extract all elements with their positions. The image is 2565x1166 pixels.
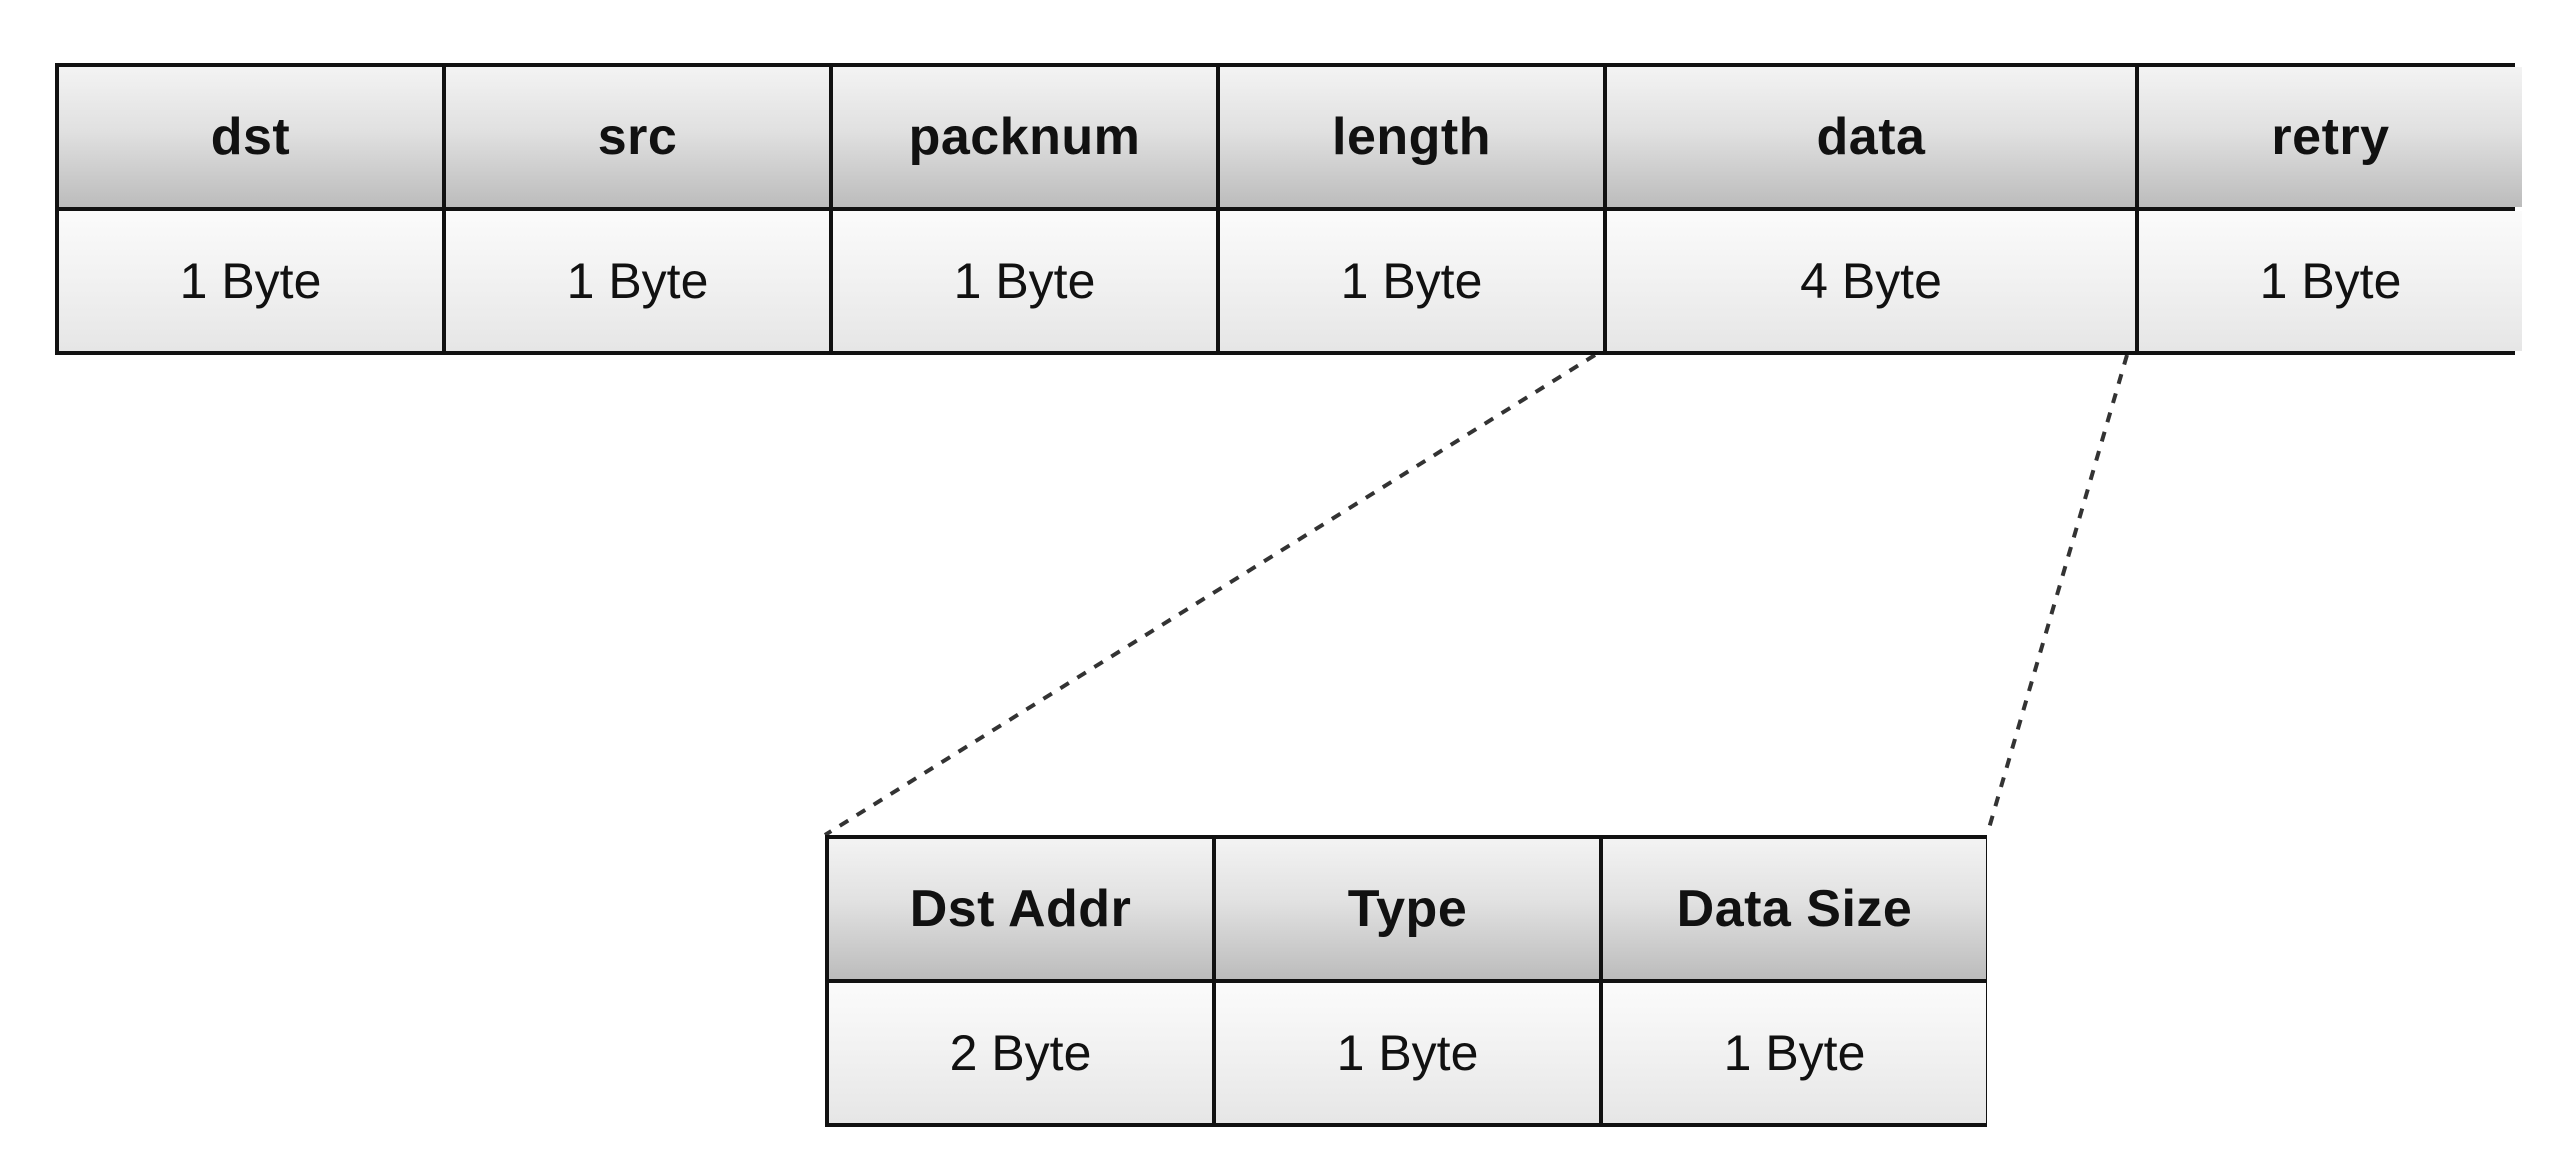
- field-size-packnum: 1 Byte: [833, 211, 1216, 351]
- field-header-retry: retry: [2139, 67, 2522, 207]
- packet-fields-table: dst src packnum length data retry 1 Byte…: [55, 63, 2522, 355]
- field-header-length: length: [1220, 67, 1603, 207]
- subfield-header-dst-addr: Dst Addr: [829, 839, 1212, 979]
- field-header-data: data: [1607, 67, 2135, 207]
- subfield-header-type: Type: [1216, 839, 1599, 979]
- field-header-dst: dst: [59, 67, 442, 207]
- field-header-packnum: packnum: [833, 67, 1216, 207]
- subfield-size-data-size: 1 Byte: [1603, 983, 1986, 1123]
- field-size-dst: 1 Byte: [59, 211, 442, 351]
- connector-line-right: [1985, 354, 2129, 836]
- data-field-breakdown-table: Dst Addr Type Data Size 2 Byte 1 Byte 1 …: [825, 835, 1987, 1127]
- subfield-header-data-size: Data Size: [1603, 839, 1986, 979]
- field-size-data: 4 Byte: [1607, 211, 2135, 351]
- connector-line-left: [823, 353, 1597, 837]
- field-size-length: 1 Byte: [1220, 211, 1603, 351]
- subfield-size-type: 1 Byte: [1216, 983, 1599, 1123]
- field-header-src: src: [446, 67, 829, 207]
- field-size-retry: 1 Byte: [2139, 211, 2522, 351]
- subfield-size-dst-addr: 2 Byte: [829, 983, 1212, 1123]
- field-size-src: 1 Byte: [446, 211, 829, 351]
